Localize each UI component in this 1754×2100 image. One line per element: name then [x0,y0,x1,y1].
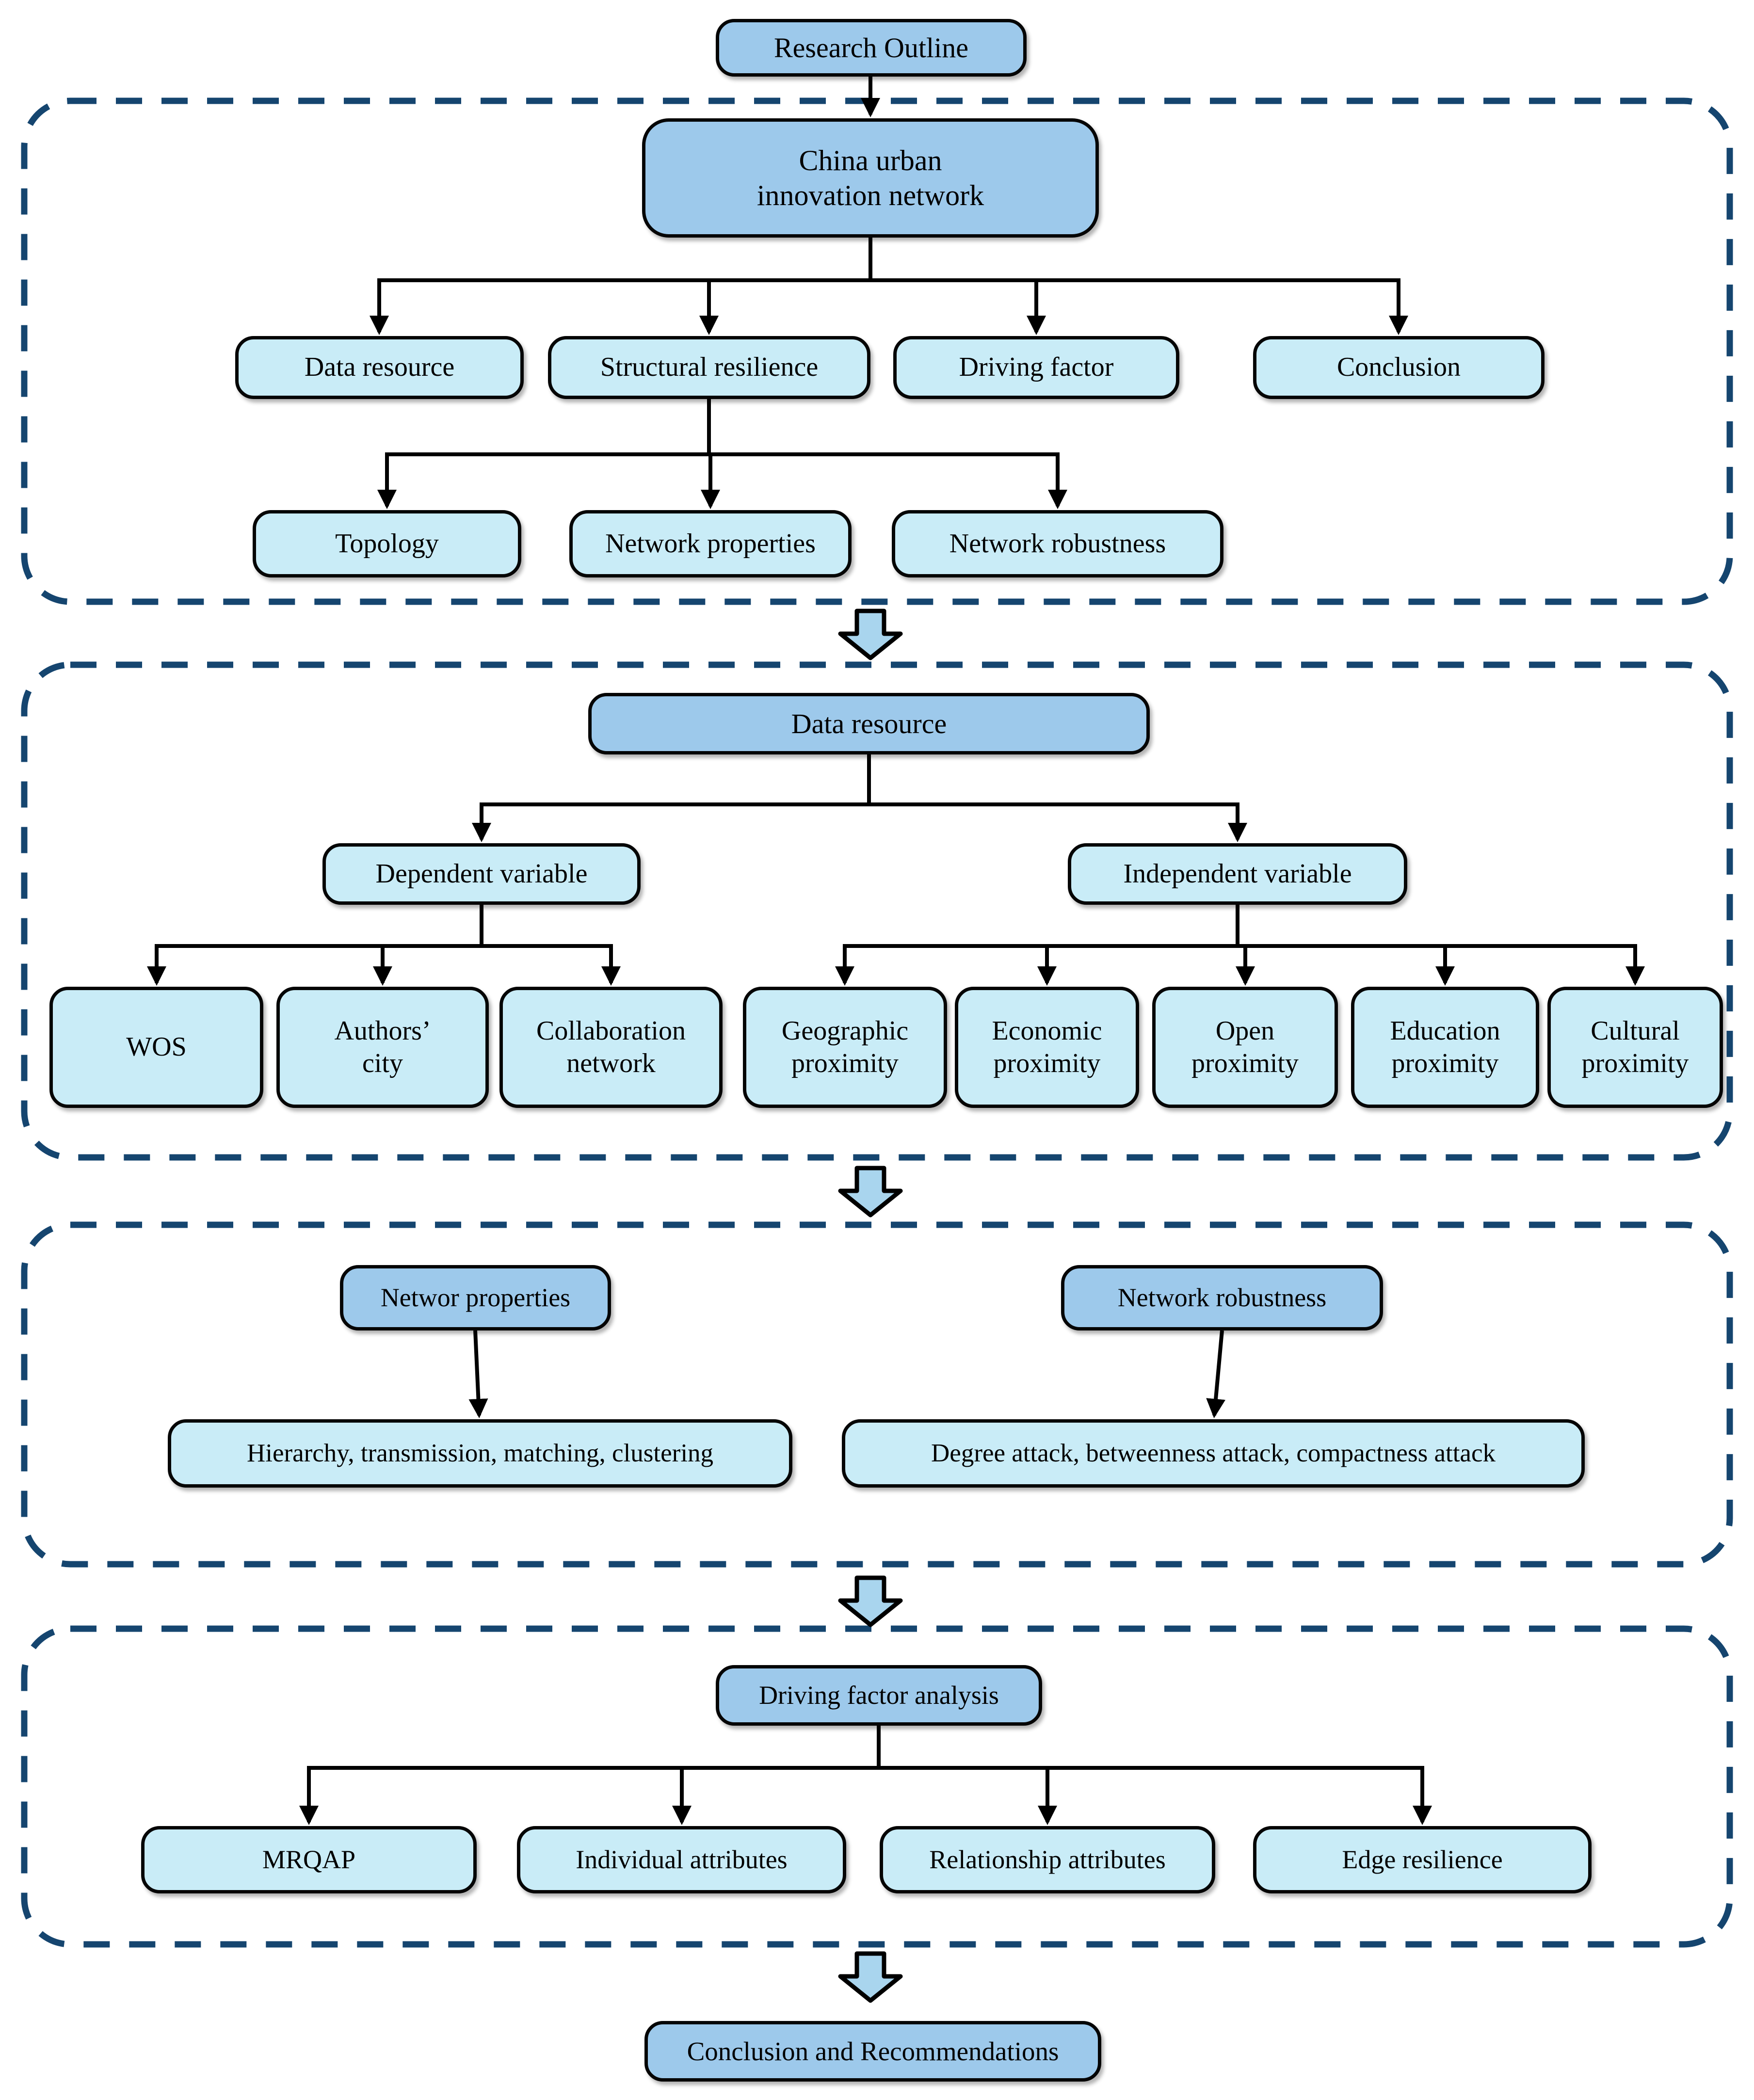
section-3-boundary [21,1221,1733,1568]
node-authors-city: Authors’ city [276,987,489,1108]
section-1-boundary [21,97,1733,605]
node-networ-properties-header: Networ properties [340,1265,611,1331]
node-geographic-proximity: Geographic proximity [743,987,947,1108]
data-resource-tree-connectors [472,754,1247,842]
node-data-resource-header: Data resource [588,693,1150,754]
node-structural-resilience: Structural resilience [548,336,870,399]
node-network-robustness-detail: Degree attack, betweenness attack, compa… [842,1419,1585,1488]
node-topology: Topology [253,510,521,577]
down-block-arrow-3 [838,1575,903,1627]
node-open-proximity: Open proximity [1152,987,1338,1108]
node-conclusion-and-recommendations: Conclusion and Recommendations [644,2021,1101,2082]
node-conclusion: Conclusion [1253,336,1545,399]
structural-subtree-connectors [377,399,1067,509]
node-dependent-variable: Dependent variable [322,843,641,905]
down-block-arrow-2 [838,1166,903,1218]
node-network-robustness-header: Network robustness [1061,1265,1383,1331]
independent-subtree-connectors [835,905,1645,986]
node-data-resource: Data resource [235,336,524,399]
node-network-properties-detail: Hierarchy, transmission, matching, clust… [168,1419,792,1488]
node-wos: WOS [49,987,263,1108]
section-2-boundary [21,661,1733,1161]
section-4-boundary [21,1625,1733,1948]
node-economic-proximity: Economic proximity [955,987,1139,1108]
overview-tree-connectors [370,238,1408,335]
node-china-urban-innovation-network: China urban innovation network [642,118,1099,238]
analysis-connectors [468,1330,1226,1418]
node-driving-factor-analysis: Driving factor analysis [716,1665,1042,1726]
node-research-outline: Research Outline [716,19,1027,77]
node-mrqap: MRQAP [141,1826,477,1893]
node-driving-factor: Driving factor [893,336,1179,399]
section-borders [21,97,1733,1948]
node-relationship-attributes: Relationship attributes [880,1826,1215,1893]
node-network-properties: Network properties [569,510,852,577]
node-cultural-proximity: Cultural proximity [1547,987,1723,1108]
node-individual-attributes: Individual attributes [517,1826,846,1893]
driving-tree-connectors [299,1726,1432,1825]
down-block-arrow-4 [838,1951,903,2003]
dependent-subtree-connectors [147,905,621,986]
node-independent-variable: Independent variable [1068,843,1407,905]
node-network-robustness: Network robustness [892,510,1223,577]
node-edge-resilience: Edge resilience [1253,1826,1592,1893]
node-collaboration-network: Collaboration network [499,987,723,1108]
section-transition-arrows [838,609,903,2003]
down-block-arrow-1 [838,609,903,660]
node-education-proximity: Education proximity [1351,987,1539,1108]
